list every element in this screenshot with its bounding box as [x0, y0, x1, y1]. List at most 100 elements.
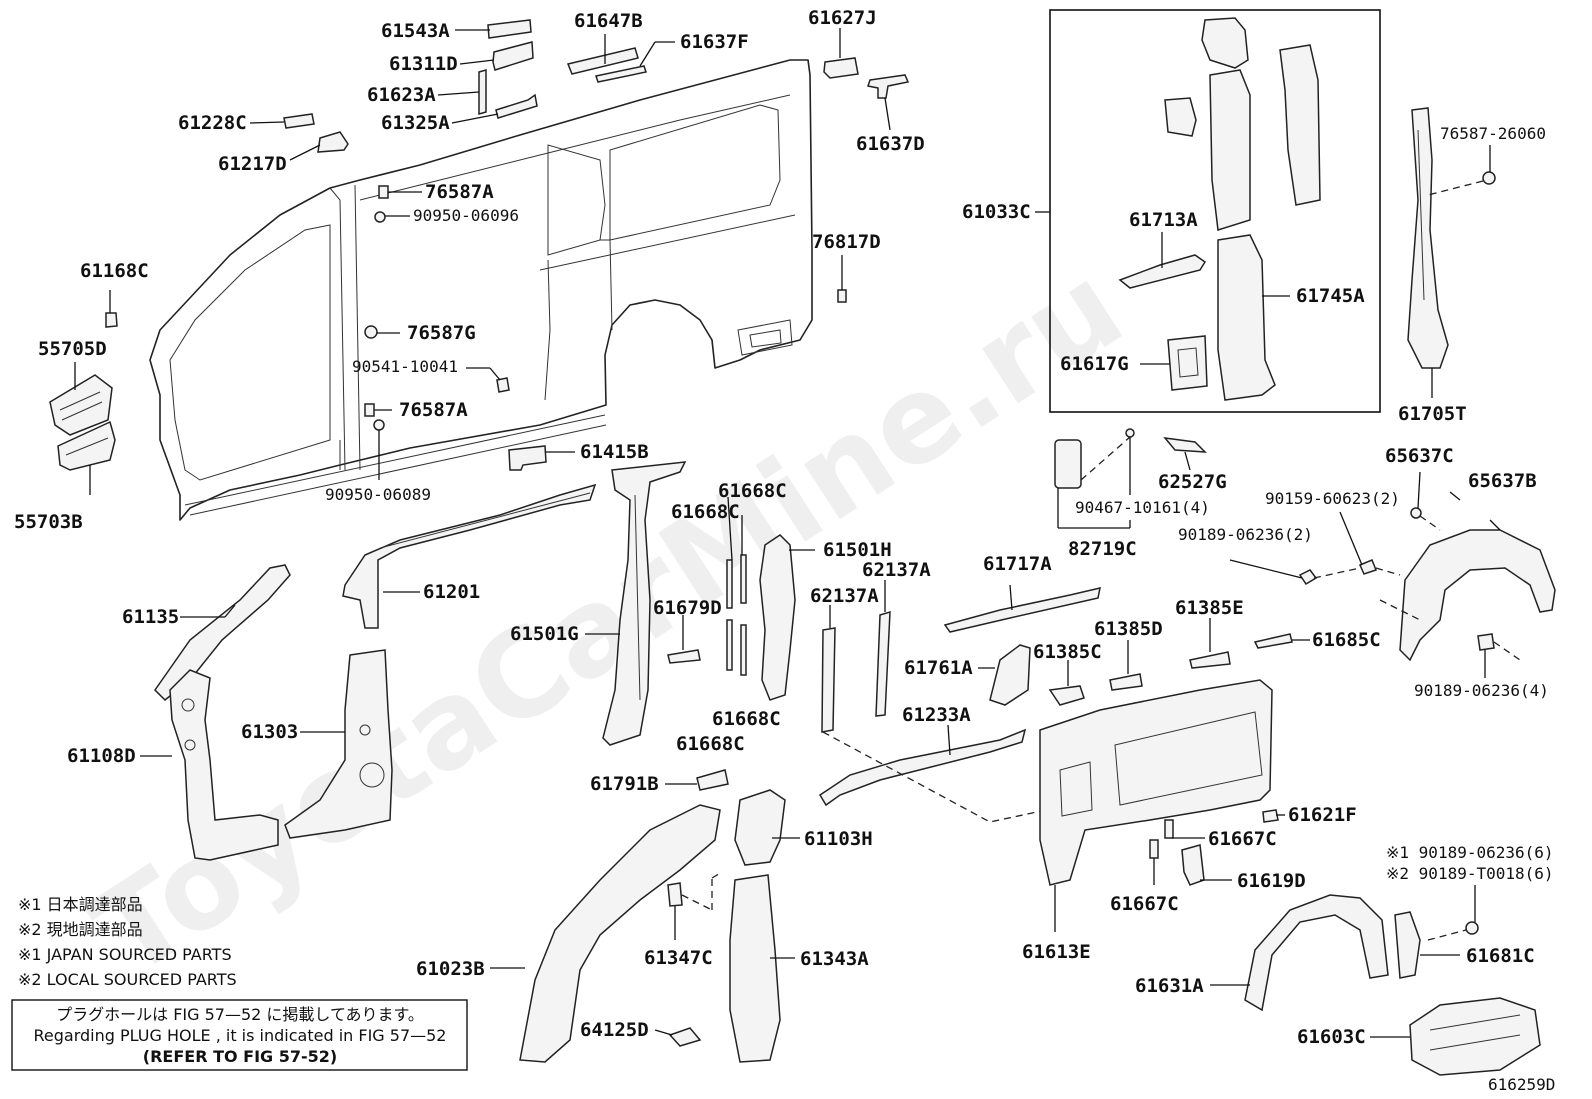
- wheelhouse-61631a: [1244, 894, 1389, 1012]
- label-55703b[interactable]: 55703B: [14, 511, 83, 533]
- label-90950-06096[interactable]: 90950-06096: [413, 206, 519, 225]
- part-labels: 61543A 61311D 61623A 61325A 61647B 61637…: [14, 7, 1554, 1048]
- label-76587a-2[interactable]: 76587A: [399, 399, 468, 421]
- label-61415b[interactable]: 61415B: [580, 441, 649, 463]
- label-61637d[interactable]: 61637D: [856, 133, 925, 155]
- label-61501g[interactable]: 61501G: [510, 623, 579, 645]
- label-90189-t0018-6[interactable]: ※2 90189-T0018(6): [1386, 864, 1554, 883]
- label-61627j[interactable]: 61627J: [808, 7, 877, 29]
- label-61343a[interactable]: 61343A: [800, 948, 869, 970]
- part-61385e: [1189, 651, 1231, 669]
- label-61303[interactable]: 61303: [241, 721, 298, 743]
- clip-76587-26060: [1482, 171, 1496, 185]
- label-61621f[interactable]: 61621F: [1288, 804, 1357, 826]
- legend-line-2: ※2 現地調達部品: [18, 920, 143, 939]
- label-76587g[interactable]: 76587G: [407, 322, 476, 344]
- label-61623a[interactable]: 61623A: [367, 84, 436, 106]
- label-61325a[interactable]: 61325A: [381, 112, 450, 134]
- label-61791b[interactable]: 61791B: [590, 773, 659, 795]
- front-pillar-61108d: [169, 669, 279, 861]
- inner-pillar-61103h: [734, 789, 786, 866]
- label-90189-06236-2[interactable]: 90189-06236(2): [1178, 525, 1313, 544]
- label-61667c-2[interactable]: 61667C: [1110, 893, 1179, 915]
- label-61713a[interactable]: 61713A: [1129, 209, 1198, 231]
- part-61761a: [989, 644, 1031, 706]
- part-82719c: [1054, 439, 1082, 489]
- label-61501h[interactable]: 61501H: [823, 539, 892, 561]
- label-82719c[interactable]: 82719C: [1068, 538, 1137, 560]
- label-61761a[interactable]: 61761A: [904, 657, 973, 679]
- label-61613e[interactable]: 61613E: [1022, 941, 1091, 963]
- label-61668c-4[interactable]: 61668C: [676, 733, 745, 755]
- inset-parts: [1118, 17, 1321, 401]
- part-61667c-b: [1164, 819, 1174, 839]
- strips-61668c: [726, 554, 747, 676]
- label-61681c[interactable]: 61681C: [1466, 945, 1535, 967]
- label-61543a[interactable]: 61543A: [381, 20, 450, 42]
- label-61668c-2[interactable]: 61668C: [671, 501, 740, 523]
- legend-line-1: ※1 日本調達部品: [18, 895, 143, 914]
- label-61705t[interactable]: 61705T: [1398, 403, 1467, 425]
- part-62527g: [1163, 437, 1207, 453]
- label-64125d[interactable]: 64125D: [580, 1019, 649, 1041]
- side-outer-panel: [149, 59, 813, 521]
- label-61745a[interactable]: 61745A: [1296, 285, 1365, 307]
- label-65637b[interactable]: 65637B: [1468, 470, 1537, 492]
- label-61717a[interactable]: 61717A: [983, 553, 1052, 575]
- clip-90467: [1125, 428, 1135, 438]
- label-90189-06236-6[interactable]: ※1 90189-06236(6): [1386, 843, 1554, 862]
- label-61228c[interactable]: 61228C: [178, 112, 247, 134]
- label-90159-60623[interactable]: 90159-60623(2): [1265, 489, 1400, 508]
- label-61103h[interactable]: 61103H: [804, 828, 873, 850]
- legend-line-4: ※2 LOCAL SOURCED PARTS: [18, 970, 237, 989]
- label-61201[interactable]: 61201: [423, 581, 480, 603]
- label-76817d[interactable]: 76817D: [812, 231, 881, 253]
- legend: ※1 日本調達部品 ※2 現地調達部品 ※1 JAPAN SOURCED PAR…: [18, 895, 237, 989]
- part-61681c: [1394, 911, 1421, 979]
- label-61033c[interactable]: 61033C: [962, 201, 1031, 223]
- label-61637f[interactable]: 61637F: [680, 31, 749, 53]
- label-61108d[interactable]: 61108D: [67, 745, 136, 767]
- label-61619d[interactable]: 61619D: [1237, 870, 1306, 892]
- label-61647b[interactable]: 61647B: [574, 10, 643, 32]
- label-90541-10041[interactable]: 90541-10041: [352, 357, 458, 376]
- label-76587a-1[interactable]: 76587A: [425, 181, 494, 203]
- clip-65637c: [1410, 507, 1422, 519]
- label-61385d[interactable]: 61385D: [1094, 618, 1163, 640]
- rail-61233a: [818, 728, 1027, 807]
- label-61631a[interactable]: 61631A: [1135, 975, 1204, 997]
- label-61311d[interactable]: 61311D: [389, 53, 458, 75]
- label-61217d[interactable]: 61217D: [218, 153, 287, 175]
- label-61617g[interactable]: 61617G: [1060, 353, 1129, 375]
- label-62137a-1[interactable]: 62137A: [862, 559, 931, 581]
- legend-line-3: ※1 JAPAN SOURCED PARTS: [18, 945, 232, 964]
- label-61668c-3[interactable]: 61668C: [712, 708, 781, 730]
- roof-rail-61201: [342, 483, 597, 629]
- label-65637c[interactable]: 65637C: [1385, 445, 1454, 467]
- label-61385e[interactable]: 61385E: [1175, 597, 1244, 619]
- label-61023b[interactable]: 61023B: [416, 958, 485, 980]
- label-61168c[interactable]: 61168C: [80, 260, 149, 282]
- label-61385c[interactable]: 61385C: [1033, 641, 1102, 663]
- label-61135[interactable]: 61135: [122, 606, 179, 628]
- label-62527g[interactable]: 62527G: [1158, 471, 1227, 493]
- label-61233a[interactable]: 61233A: [902, 704, 971, 726]
- part-61347c: [667, 882, 683, 907]
- label-61685c[interactable]: 61685C: [1312, 629, 1381, 651]
- label-61668c-1[interactable]: 61668C: [718, 480, 787, 502]
- label-61603c[interactable]: 61603C: [1297, 1026, 1366, 1048]
- notice-ref: (REFER TO FIG 57-52): [143, 1047, 337, 1066]
- label-90189-06236-4[interactable]: 90189-06236(4): [1414, 681, 1549, 700]
- notice-en: Regarding PLUG HOLE , it is indicated in…: [34, 1026, 447, 1045]
- label-62137a-2[interactable]: 62137A: [810, 585, 879, 607]
- figure-code: 616259D: [1488, 1075, 1555, 1094]
- label-90467-10161[interactable]: 90467-10161(4): [1075, 498, 1210, 517]
- label-61347c[interactable]: 61347C: [644, 947, 713, 969]
- label-76587-26060[interactable]: 76587-26060: [1440, 124, 1546, 143]
- label-90950-06089[interactable]: 90950-06089: [325, 485, 431, 504]
- label-55705d[interactable]: 55705D: [38, 338, 107, 360]
- label-61667c-1[interactable]: 61667C: [1208, 828, 1277, 850]
- part-61385c: [1048, 685, 1085, 706]
- label-61679d[interactable]: 61679D: [653, 597, 722, 619]
